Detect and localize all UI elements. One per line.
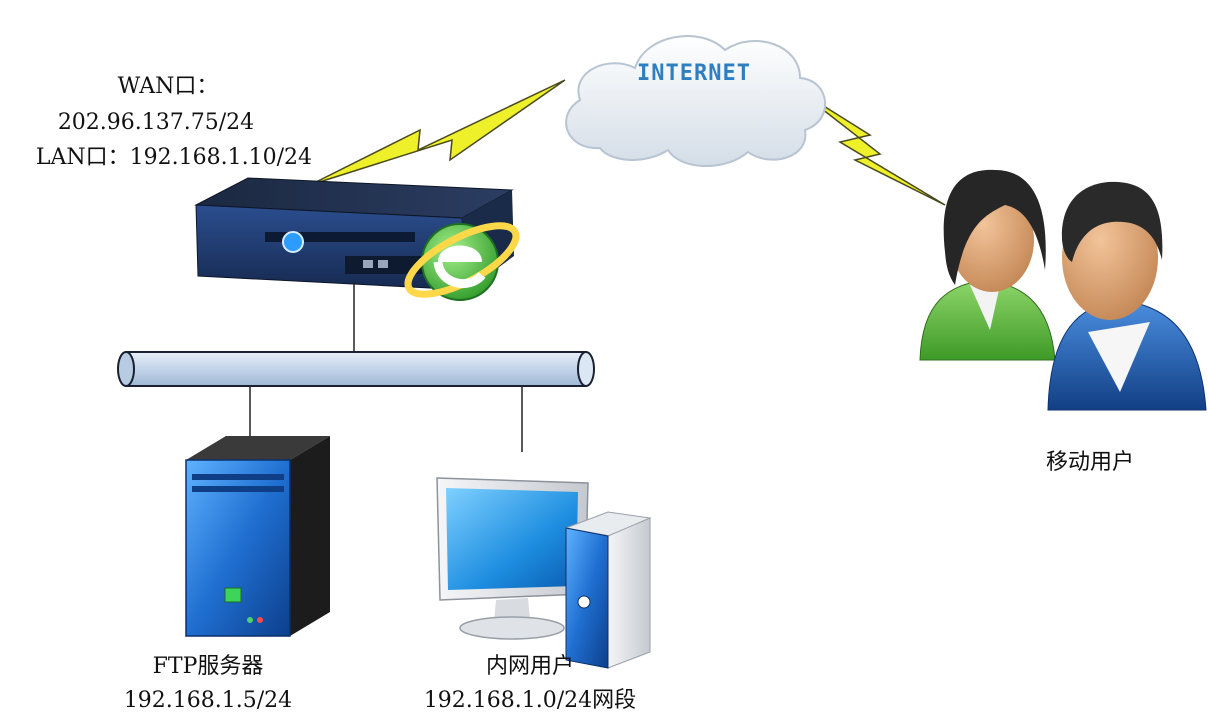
users-icon <box>919 169 1207 411</box>
lightning-icon <box>309 79 566 186</box>
ftp-server-title: FTP服务器 <box>152 654 264 679</box>
cloud-icon: INTERNET <box>565 35 827 167</box>
wan-ip: 202.96.137.75/24 <box>57 110 255 135</box>
server-tower-icon <box>185 436 330 637</box>
intranet-user-title: 内网用户 <box>485 654 574 679</box>
wan-label: WAN口： <box>117 74 219 99</box>
network-bus <box>117 351 595 387</box>
lightning-icon <box>794 87 946 206</box>
lan-address: LAN口：192.168.1.10/24 <box>35 145 312 170</box>
ie-logo-icon <box>404 222 520 301</box>
internet-label: INTERNET <box>637 61 751 86</box>
desktop-computer-icon <box>436 477 652 669</box>
ftp-server-ip: 192.168.1.5/24 <box>123 688 293 713</box>
mobile-users-title: 移动用户 <box>1045 450 1134 475</box>
intranet-subnet: 192.168.1.0/24网段 <box>423 688 637 713</box>
